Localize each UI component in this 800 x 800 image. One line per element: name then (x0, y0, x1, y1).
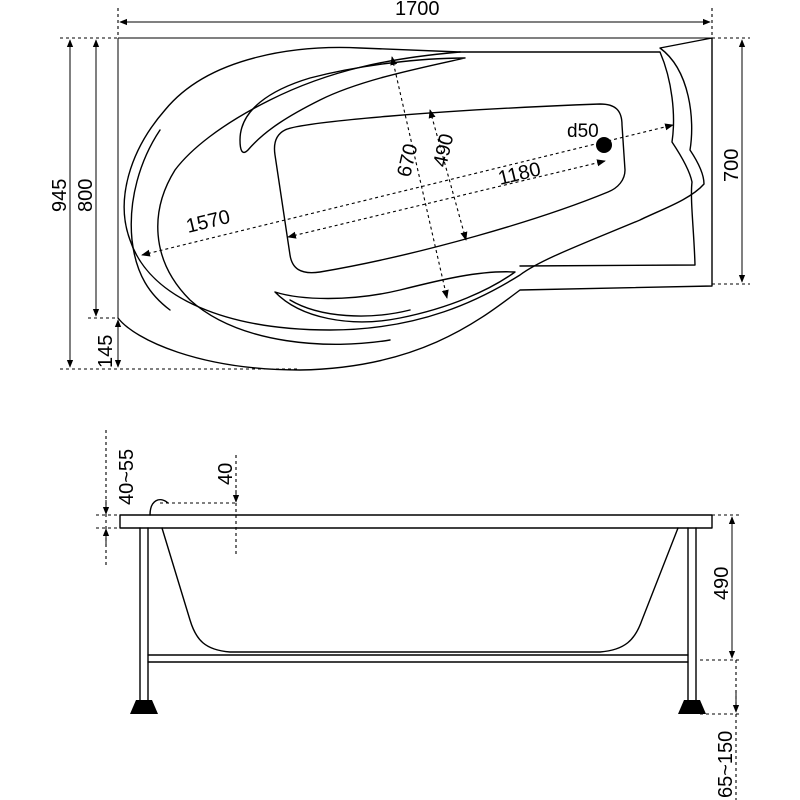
dim-670-text: 670 (393, 142, 422, 179)
side-left-foot (130, 700, 158, 714)
side-tub-body (162, 528, 678, 652)
dim-1180-line (288, 161, 605, 237)
dim-945-text: 945 (49, 179, 71, 212)
dim-490-top-text: 490 (429, 132, 458, 169)
dim-700-text: 700 (721, 149, 743, 182)
dim-490-text: 490 (711, 567, 733, 600)
side-left-leg (140, 528, 148, 700)
dim-65-150-text: 65~150 (715, 731, 737, 798)
dim-1700-text: 1700 (395, 0, 440, 20)
side-view: 40~55 40 490 65~150 (96, 430, 740, 800)
dim-800-text: 800 (75, 179, 97, 212)
tub-deck-edge (460, 52, 695, 266)
side-rim (120, 515, 712, 528)
lower-armrest-groove-inner (290, 300, 410, 316)
top-view: d50 1700 700 945 800 145 1570 1180 670 (49, 0, 750, 370)
upper-armrest-groove (240, 58, 465, 152)
left-inner-curve (131, 130, 170, 310)
dim-145-text: 145 (95, 335, 117, 368)
drain-label: d50 (567, 121, 599, 142)
dim-40-55-ext-h (96, 515, 120, 528)
dim-670-line (392, 57, 447, 298)
dim-1180-text: 1180 (496, 158, 543, 190)
side-right-foot (678, 700, 706, 714)
dim-1570-text: 1570 (184, 206, 232, 238)
side-right-leg (688, 528, 696, 700)
side-cross-bar (148, 655, 688, 662)
tub-outer-outline (118, 38, 712, 370)
dim-490-top-line (430, 110, 466, 240)
side-headrest (150, 500, 168, 515)
tub-rim-curve (158, 52, 460, 344)
dim-40-55-text: 40~55 (116, 449, 138, 505)
dim-40-text: 40 (215, 463, 237, 485)
